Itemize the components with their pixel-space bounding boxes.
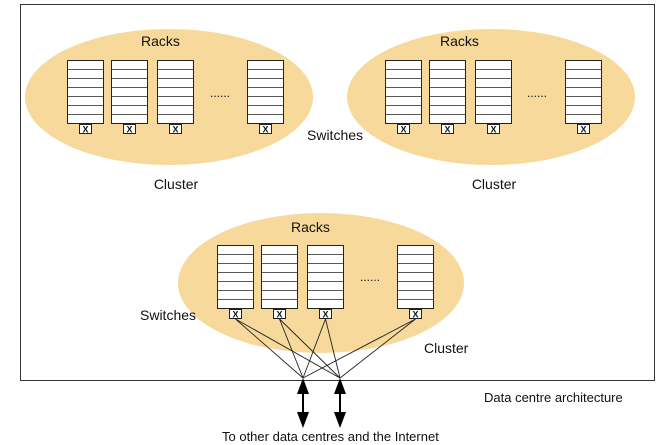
svg-text:X: X — [322, 310, 328, 320]
cluster-1-rack-3 — [157, 60, 194, 124]
svg-text:X: X — [262, 125, 268, 135]
cluster-3-rack-2 — [261, 245, 298, 309]
svg-text:X: X — [400, 125, 406, 135]
cluster-2-switch-1: X — [397, 124, 410, 135]
racks-layer: X X X X X X X X X X X X — [67, 60, 602, 320]
cluster-1-switch-1: X — [79, 124, 92, 135]
uplink-line-3-1 — [302, 318, 326, 379]
svg-text:X: X — [490, 125, 496, 135]
uplink-arrow-1 — [297, 378, 309, 428]
cluster-2-rack-3 — [475, 60, 512, 124]
cluster-3-rack-3 — [307, 245, 344, 309]
cluster-3-label: Cluster — [424, 340, 469, 356]
figure-caption: Data centre architecture — [484, 390, 623, 405]
cluster-2-label: Cluster — [472, 176, 517, 192]
uplink-line-2-1 — [279, 318, 304, 379]
uplink-line-4-2 — [339, 318, 416, 379]
cluster-2-switch-2: X — [441, 124, 454, 135]
cluster-1-switch-2: X — [123, 124, 136, 135]
svg-text:X: X — [444, 125, 450, 135]
cluster-3-switch-1: X — [229, 309, 242, 320]
cluster-1-switch-4: X — [259, 124, 272, 135]
uplink-line-2-2 — [279, 318, 341, 379]
svg-text:X: X — [126, 125, 132, 135]
cluster-1-racks-label: Racks — [141, 33, 180, 49]
rack-ellipsis-3: ...... — [360, 270, 380, 284]
svg-text:X: X — [580, 125, 586, 135]
uplink-line-4-1 — [302, 318, 416, 379]
cluster-2-rack-4 — [565, 60, 602, 124]
cluster-2-racks-label: Racks — [440, 33, 479, 49]
cluster-3-switch-2: X — [273, 309, 286, 320]
cluster-1-rack-2 — [111, 60, 148, 124]
uplink-line-1-1 — [235, 318, 304, 379]
uplink-lines — [235, 318, 416, 379]
rack-ellipsis-2: ...... — [527, 86, 547, 100]
rack-ellipsis-1: ...... — [210, 86, 230, 100]
svg-text:X: X — [276, 310, 282, 320]
svg-text:X: X — [172, 125, 178, 135]
cluster-3-switch-4: X — [409, 309, 422, 320]
cluster-2-switch-3: X — [487, 124, 500, 135]
svg-text:X: X — [412, 310, 418, 320]
cluster-2-rack-1 — [385, 60, 422, 124]
cluster-3-switch-3: X — [319, 309, 332, 320]
cluster-3-racks-label: Racks — [291, 219, 330, 235]
bottom-caption: To other data centres and the Internet — [222, 429, 439, 444]
cluster-2-switch-4: X — [577, 124, 590, 135]
uplink-line-3-2 — [325, 318, 341, 379]
cluster-3-rack-4 — [397, 245, 434, 309]
svg-text:X: X — [232, 310, 238, 320]
cluster-1-label: Cluster — [154, 176, 199, 192]
uplink-arrows — [297, 378, 346, 428]
uplink-arrow-2 — [334, 378, 346, 428]
cluster-1-rack-1 — [67, 60, 104, 124]
cluster-3-switches-label: Switches — [140, 307, 196, 323]
diagram-frame — [20, 4, 655, 381]
cluster-1-switch-3: X — [169, 124, 182, 135]
svg-text:X: X — [82, 125, 88, 135]
shared-switches-label: Switches — [307, 127, 363, 143]
cluster-1-rack-4 — [247, 60, 284, 124]
cluster-3-rack-1 — [217, 245, 254, 309]
cluster-2-rack-2 — [429, 60, 466, 124]
